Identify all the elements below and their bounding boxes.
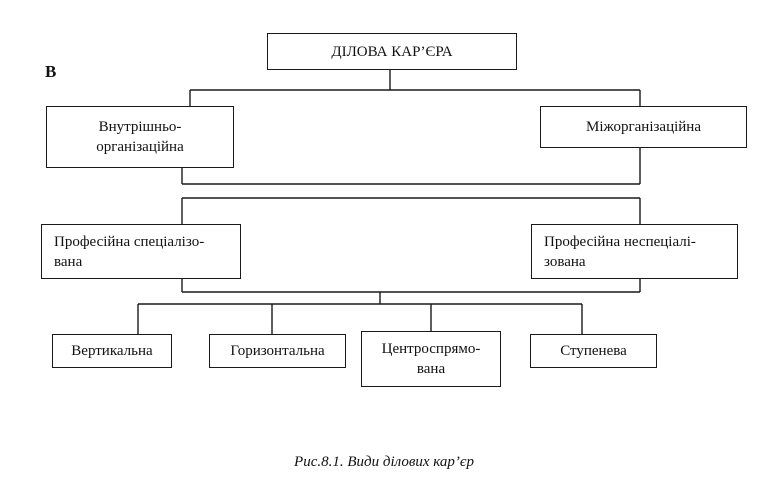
node-stepwise: Ступенева <box>530 334 657 368</box>
node-inter-organizational-label: Міжорганізаційна <box>586 119 701 135</box>
node-professional-specialized-label: Професійна спеціалізо- вана <box>54 233 205 270</box>
node-vertical: Вертикальна <box>52 334 172 368</box>
node-centripetal: Центроспрямо- вана <box>361 331 501 387</box>
node-professional-specialized: Професійна спеціалізо- вана <box>41 224 241 279</box>
node-business-career-label: ДІЛОВА КАР’ЄРА <box>331 43 453 60</box>
node-intra-organizational: Внутрішньо- організаційна <box>46 106 234 168</box>
node-inter-organizational: Міжорганізаційна <box>540 106 747 148</box>
node-stepwise-label: Ступенева <box>560 343 627 359</box>
node-professional-nonspecialized: Професійна неспеціалі- зована <box>531 224 738 279</box>
node-professional-nonspecialized-label: Професійна неспеціалі- зована <box>544 233 696 270</box>
node-centripetal-label: Центроспрямо- вана <box>381 341 481 377</box>
node-business-career: ДІЛОВА КАР’ЄРА <box>267 33 517 70</box>
section-letter: В <box>45 62 57 81</box>
node-intra-organizational-label: Внутрішньо- організаційна <box>96 119 184 155</box>
node-vertical-label: Вертикальна <box>71 343 153 359</box>
node-horizontal-label: Горизонтальна <box>230 343 325 359</box>
figure-caption: Рис.8.1. Види ділових кар’єр <box>294 454 474 470</box>
node-horizontal: Горизонтальна <box>209 334 346 368</box>
